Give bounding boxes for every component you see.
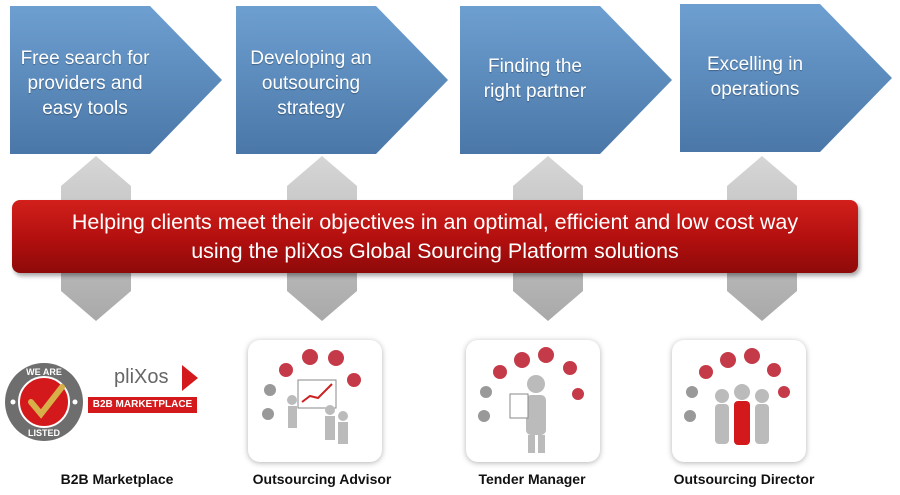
tender-manager-tile[interactable] <box>466 340 600 462</box>
director-team-icon <box>684 348 790 445</box>
step-text: Developing an outsourcing strategy <box>250 48 372 119</box>
we-are-listed-badge-icon: WE ARE LISTED <box>5 363 83 441</box>
product-label-b2b-marketplace: B2B Marketplace <box>60 471 174 487</box>
b2b-marketplace-tag: B2B MARKETPLACE <box>88 397 197 413</box>
step-arrow-3: Finding the right partner <box>460 6 674 154</box>
outsourcing-advisor-tile[interactable] <box>248 340 382 462</box>
step-arrow-4: Excelling in operations <box>680 4 894 152</box>
svg-text:LISTED: LISTED <box>28 428 61 438</box>
step-text: Excelling in operations <box>706 54 804 100</box>
banner-line-1: Helping clients meet their objectives in… <box>71 210 799 234</box>
step-text: Finding the right partner <box>483 56 587 102</box>
step-text: Free search for providers and easy tools <box>20 48 150 119</box>
objective-banner: Helping clients meet their objectives in… <box>12 200 858 273</box>
step-arrow-1: Free search for providers and easy tools <box>10 6 224 154</box>
step-arrow-2: Developing an outsourcing strategy <box>236 6 450 154</box>
product-label-tender-manager: Tender Manager <box>478 471 586 487</box>
b2b-marketplace-logo: WE ARE LISTED pliXos B2B MARKETPLACE <box>4 362 204 442</box>
banner-line-2: using the pliXos Global Sourcing Platfor… <box>191 239 679 263</box>
plixos-brand: pliXos <box>114 366 169 388</box>
play-arrow-icon <box>182 365 198 391</box>
svg-text:WE ARE: WE ARE <box>26 367 62 377</box>
product-label-outsourcing-advisor: Outsourcing Advisor <box>252 471 392 487</box>
outsourcing-director-tile[interactable] <box>672 340 806 462</box>
advisor-presentation-icon <box>262 349 361 444</box>
product-label-outsourcing-director: Outsourcing Director <box>673 471 815 487</box>
tender-checklist-icon <box>478 347 584 453</box>
